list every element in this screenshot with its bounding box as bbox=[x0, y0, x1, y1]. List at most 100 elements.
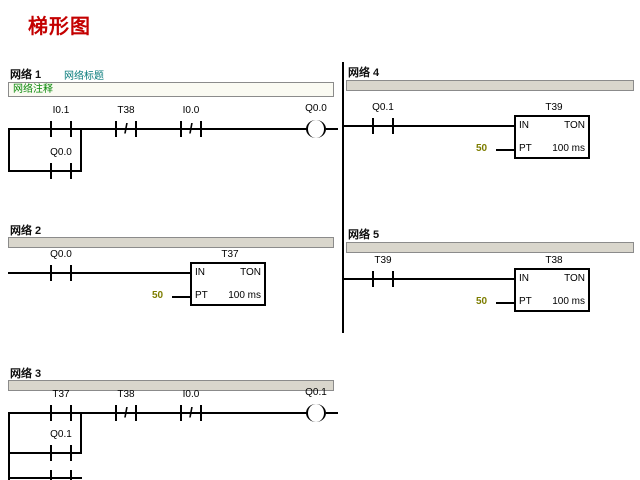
partial-contact-bar bbox=[50, 470, 52, 480]
timer-preset-value[interactable]: 50 bbox=[476, 143, 488, 154]
contact-bar bbox=[372, 271, 374, 287]
wire bbox=[172, 296, 190, 298]
wire bbox=[8, 128, 307, 130]
wire bbox=[342, 125, 514, 127]
contact-label: T38 bbox=[117, 389, 135, 400]
contact-T37[interactable]: T37 bbox=[50, 389, 72, 421]
contact-T38-nc[interactable]: T38 / bbox=[115, 105, 137, 137]
timer-timebase: 100 ms bbox=[552, 143, 585, 154]
contact-label: T39 bbox=[374, 255, 392, 266]
timer-preset-value[interactable]: 50 bbox=[152, 290, 164, 301]
contact-I0.0-nc[interactable]: I0.0 / bbox=[180, 389, 202, 421]
timer-box-T37[interactable]: T37 IN TON PT 100 ms bbox=[190, 249, 266, 306]
network-5-title-field[interactable] bbox=[346, 242, 634, 253]
wire bbox=[326, 412, 338, 414]
contact-T38-nc[interactable]: T38 / bbox=[115, 389, 137, 421]
wire bbox=[8, 272, 190, 274]
timer-name: T38 bbox=[545, 255, 563, 266]
coil-Q0.0[interactable]: Q0.0 bbox=[305, 103, 327, 138]
contact-I0.1[interactable]: I0.1 bbox=[50, 105, 72, 137]
contact-bar bbox=[70, 445, 72, 461]
contact-bar bbox=[200, 121, 202, 137]
contact-label: Q0.0 bbox=[50, 147, 72, 158]
wire bbox=[8, 452, 10, 480]
contact-bar bbox=[135, 121, 137, 137]
contact-bar bbox=[115, 121, 117, 137]
contact-bar bbox=[50, 405, 52, 421]
contact-bar bbox=[50, 163, 52, 179]
coil-arc bbox=[306, 404, 316, 422]
network-1-title: 网络标题 bbox=[64, 71, 104, 82]
contact-I0.0-nc[interactable]: I0.0 / bbox=[180, 105, 202, 137]
contact-bar bbox=[135, 405, 137, 421]
column-divider-rail bbox=[342, 62, 344, 333]
timer-box-T38[interactable]: T38 IN TON PT 100 ms bbox=[514, 255, 590, 312]
contact-bar bbox=[70, 265, 72, 281]
wire bbox=[496, 149, 514, 151]
coil-arc bbox=[316, 120, 326, 138]
nc-slash: / bbox=[124, 404, 128, 420]
contact-label: T38 bbox=[117, 105, 135, 116]
contact-bar bbox=[200, 405, 202, 421]
timer-timebase: 100 ms bbox=[552, 296, 585, 307]
contact-label: I0.1 bbox=[52, 105, 70, 116]
wire bbox=[342, 278, 514, 280]
coil-Q0.1[interactable]: Q0.1 bbox=[305, 387, 327, 422]
contact-label: I0.0 bbox=[182, 389, 200, 400]
nc-slash: / bbox=[124, 120, 128, 136]
contact-label: Q0.1 bbox=[372, 102, 394, 113]
timer-box-T39[interactable]: T39 IN TON PT 100 ms bbox=[514, 102, 590, 159]
page-title: 梯形图 bbox=[28, 16, 91, 38]
contact-bar bbox=[180, 405, 182, 421]
network-1-label: 网络 1 bbox=[10, 69, 42, 81]
timer-in-pin: IN bbox=[195, 267, 205, 278]
contact-T39[interactable]: T39 bbox=[372, 255, 394, 287]
contact-Q0.1-branch[interactable]: Q0.1 bbox=[50, 429, 72, 461]
coil-label: Q0.0 bbox=[305, 103, 327, 114]
network-5-label: 网络 5 bbox=[348, 229, 380, 241]
timer-timebase: 100 ms bbox=[228, 290, 261, 301]
wire bbox=[8, 170, 82, 172]
timer-type: TON bbox=[240, 267, 261, 278]
timer-type: TON bbox=[564, 120, 585, 131]
contact-label: I0.0 bbox=[182, 105, 200, 116]
contact-bar bbox=[50, 265, 52, 281]
coil-label: Q0.1 bbox=[305, 387, 327, 398]
timer-in-pin: IN bbox=[519, 273, 529, 284]
nc-slash: / bbox=[189, 120, 193, 136]
network-1-comment-field[interactable]: 网络注释 bbox=[8, 82, 334, 97]
contact-bar bbox=[70, 163, 72, 179]
timer-preset-value[interactable]: 50 bbox=[476, 296, 488, 307]
contact-bar bbox=[70, 121, 72, 137]
contact-Q0.1[interactable]: Q0.1 bbox=[372, 102, 394, 134]
coil-arc bbox=[316, 404, 326, 422]
network-3-label: 网络 3 bbox=[10, 368, 42, 380]
contact-label: Q0.1 bbox=[50, 429, 72, 440]
coil-arc bbox=[306, 120, 316, 138]
contact-label: T37 bbox=[52, 389, 70, 400]
contact-bar bbox=[70, 405, 72, 421]
timer-pt-pin: PT bbox=[519, 296, 532, 307]
timer-name: T39 bbox=[545, 102, 563, 113]
timer-rect: T37 IN TON PT 100 ms bbox=[190, 249, 266, 306]
partial-contact-bar bbox=[70, 470, 72, 480]
network-4-title-field[interactable] bbox=[346, 80, 634, 91]
contact-bar bbox=[115, 405, 117, 421]
network-3-title-field[interactable] bbox=[8, 380, 334, 391]
wire bbox=[8, 452, 82, 454]
wire bbox=[8, 128, 10, 172]
contact-bar bbox=[180, 121, 182, 137]
timer-rect: T38 IN TON PT 100 ms bbox=[514, 255, 590, 312]
contact-bar bbox=[392, 271, 394, 287]
contact-Q0.0[interactable]: Q0.0 bbox=[50, 249, 72, 281]
contact-bar bbox=[372, 118, 374, 134]
network-2-label: 网络 2 bbox=[10, 225, 42, 237]
network-2-title-field[interactable] bbox=[8, 237, 334, 248]
wire bbox=[80, 128, 82, 172]
timer-rect: T39 IN TON PT 100 ms bbox=[514, 102, 590, 159]
timer-pt-pin: PT bbox=[519, 143, 532, 154]
contact-bar bbox=[50, 121, 52, 137]
contact-bar bbox=[50, 445, 52, 461]
wire bbox=[326, 128, 338, 130]
contact-Q0.0-branch[interactable]: Q0.0 bbox=[50, 147, 72, 179]
